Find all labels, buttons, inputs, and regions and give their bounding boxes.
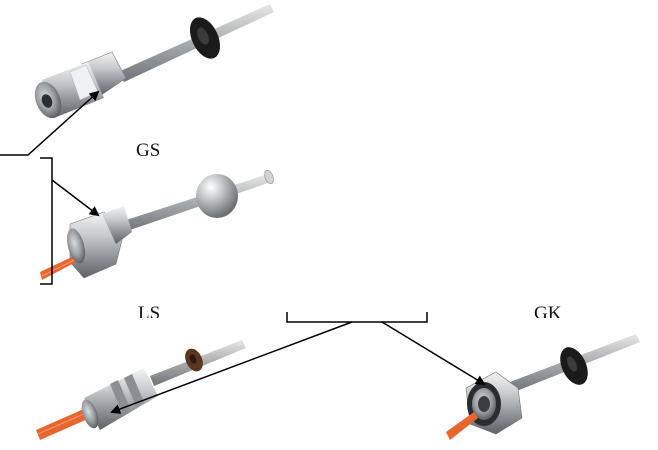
label-ls: LS — [138, 303, 161, 318]
arrow-ls-variant — [110, 321, 353, 414]
arrow-ls — [51, 179, 100, 217]
label-ls-container: LS — [132, 296, 172, 318]
lsv-cable — [36, 408, 90, 440]
sensor-ls — [40, 170, 274, 280]
arrow-gs — [0, 90, 100, 156]
sensor-ls-variant — [36, 340, 246, 440]
ls-rod — [120, 174, 271, 232]
bracket-bottom — [286, 312, 428, 323]
label-gs-container: GS — [130, 136, 170, 158]
label-gk: GK — [534, 303, 562, 318]
label-gs: GS — [136, 140, 161, 158]
sensor-gk — [446, 334, 640, 440]
sensor-gs — [34, 4, 274, 119]
bracket-ls — [40, 157, 53, 285]
annotation-lines — [0, 90, 486, 414]
ls-float-ball — [196, 174, 238, 218]
label-gk-container: GK — [528, 296, 576, 318]
gk-cable — [446, 412, 478, 440]
arrow-gk — [381, 321, 486, 386]
